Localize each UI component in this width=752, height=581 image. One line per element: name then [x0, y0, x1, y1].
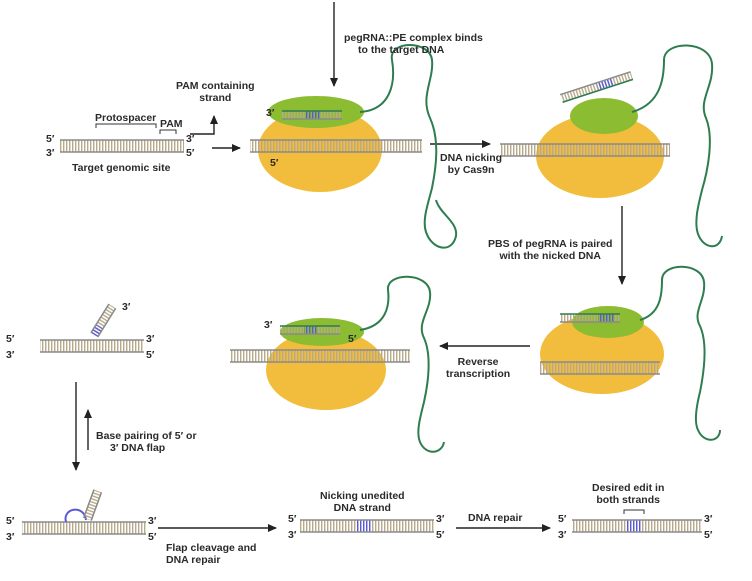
- label-pbs: PBS of pegRNA is paired with the nicked …: [488, 238, 613, 262]
- end-marker: 5′: [436, 529, 445, 541]
- end-marker: 3′: [6, 531, 15, 543]
- label-flap-cleavage: Flap cleavage and DNA repair: [166, 542, 257, 566]
- pegrna-scaffold: [359, 44, 458, 249]
- dna-heteroduplex-flap: [22, 489, 146, 535]
- end-marker: 5′: [348, 333, 357, 345]
- label-pam-strand: PAM containing strand: [176, 80, 255, 104]
- arrow-pam-strand: [190, 115, 218, 135]
- label-rt: Reverse transcription: [446, 356, 511, 380]
- label-pam: PAM: [160, 118, 183, 130]
- end-marker: 3′: [122, 301, 131, 313]
- end-marker: 5′: [704, 529, 713, 541]
- end-marker: 3′: [266, 107, 275, 119]
- end-marker: 5′: [558, 513, 567, 525]
- end-marker: 3′: [558, 529, 567, 541]
- protospacer-bracket: [95, 123, 157, 128]
- end-marker: 3′: [146, 333, 155, 345]
- end-marker: 3′: [264, 319, 273, 331]
- end-marker: 3′: [436, 513, 445, 525]
- end-marker: 3′: [148, 515, 157, 527]
- label-unedited: Nicking unedited DNA strand: [320, 490, 405, 514]
- end-marker: 3′: [288, 529, 297, 541]
- pam-bracket: [159, 129, 177, 134]
- pe-complex-binding: [250, 44, 458, 249]
- end-marker: 5′: [6, 515, 15, 527]
- label-repair: DNA repair: [468, 512, 523, 524]
- target-genomic-site-dna: [60, 123, 184, 153]
- end-marker: 5′: [6, 333, 15, 345]
- dna-nick-unedited: [300, 519, 434, 533]
- label-binding: pegRNA::PE complex binds to the target D…: [344, 32, 483, 56]
- pe-complex-pbs-paired: [540, 265, 721, 441]
- end-marker: 5′: [288, 513, 297, 525]
- end-marker: 3′: [186, 133, 195, 145]
- end-marker: 5′: [146, 349, 155, 361]
- dna-with-3prime-flap: [40, 303, 144, 353]
- label-target-site: Target genomic site: [72, 162, 171, 174]
- dna-edited-both-strands: [572, 509, 702, 533]
- end-marker: 5′: [186, 147, 195, 159]
- end-marker: 5′: [148, 531, 157, 543]
- edit-bracket: [623, 509, 645, 514]
- label-protospacer: Protospacer: [95, 112, 157, 124]
- end-marker: 3′: [704, 513, 713, 525]
- end-marker: 3′: [46, 147, 55, 159]
- process-arrows: [72, 2, 626, 532]
- label-base-pairing: Base pairing of 5′ or 3′ DNA flap: [96, 430, 197, 454]
- end-marker: 5′: [270, 157, 279, 169]
- pe-complex-nicked: [500, 44, 723, 248]
- end-marker: 3′: [6, 349, 15, 361]
- label-nicking: DNA nicking by Cas9n: [440, 152, 503, 176]
- pe-complex-after-rt: [230, 275, 445, 453]
- end-marker: 5′: [46, 133, 55, 145]
- label-desired-edit: Desired edit in both strands: [592, 482, 665, 506]
